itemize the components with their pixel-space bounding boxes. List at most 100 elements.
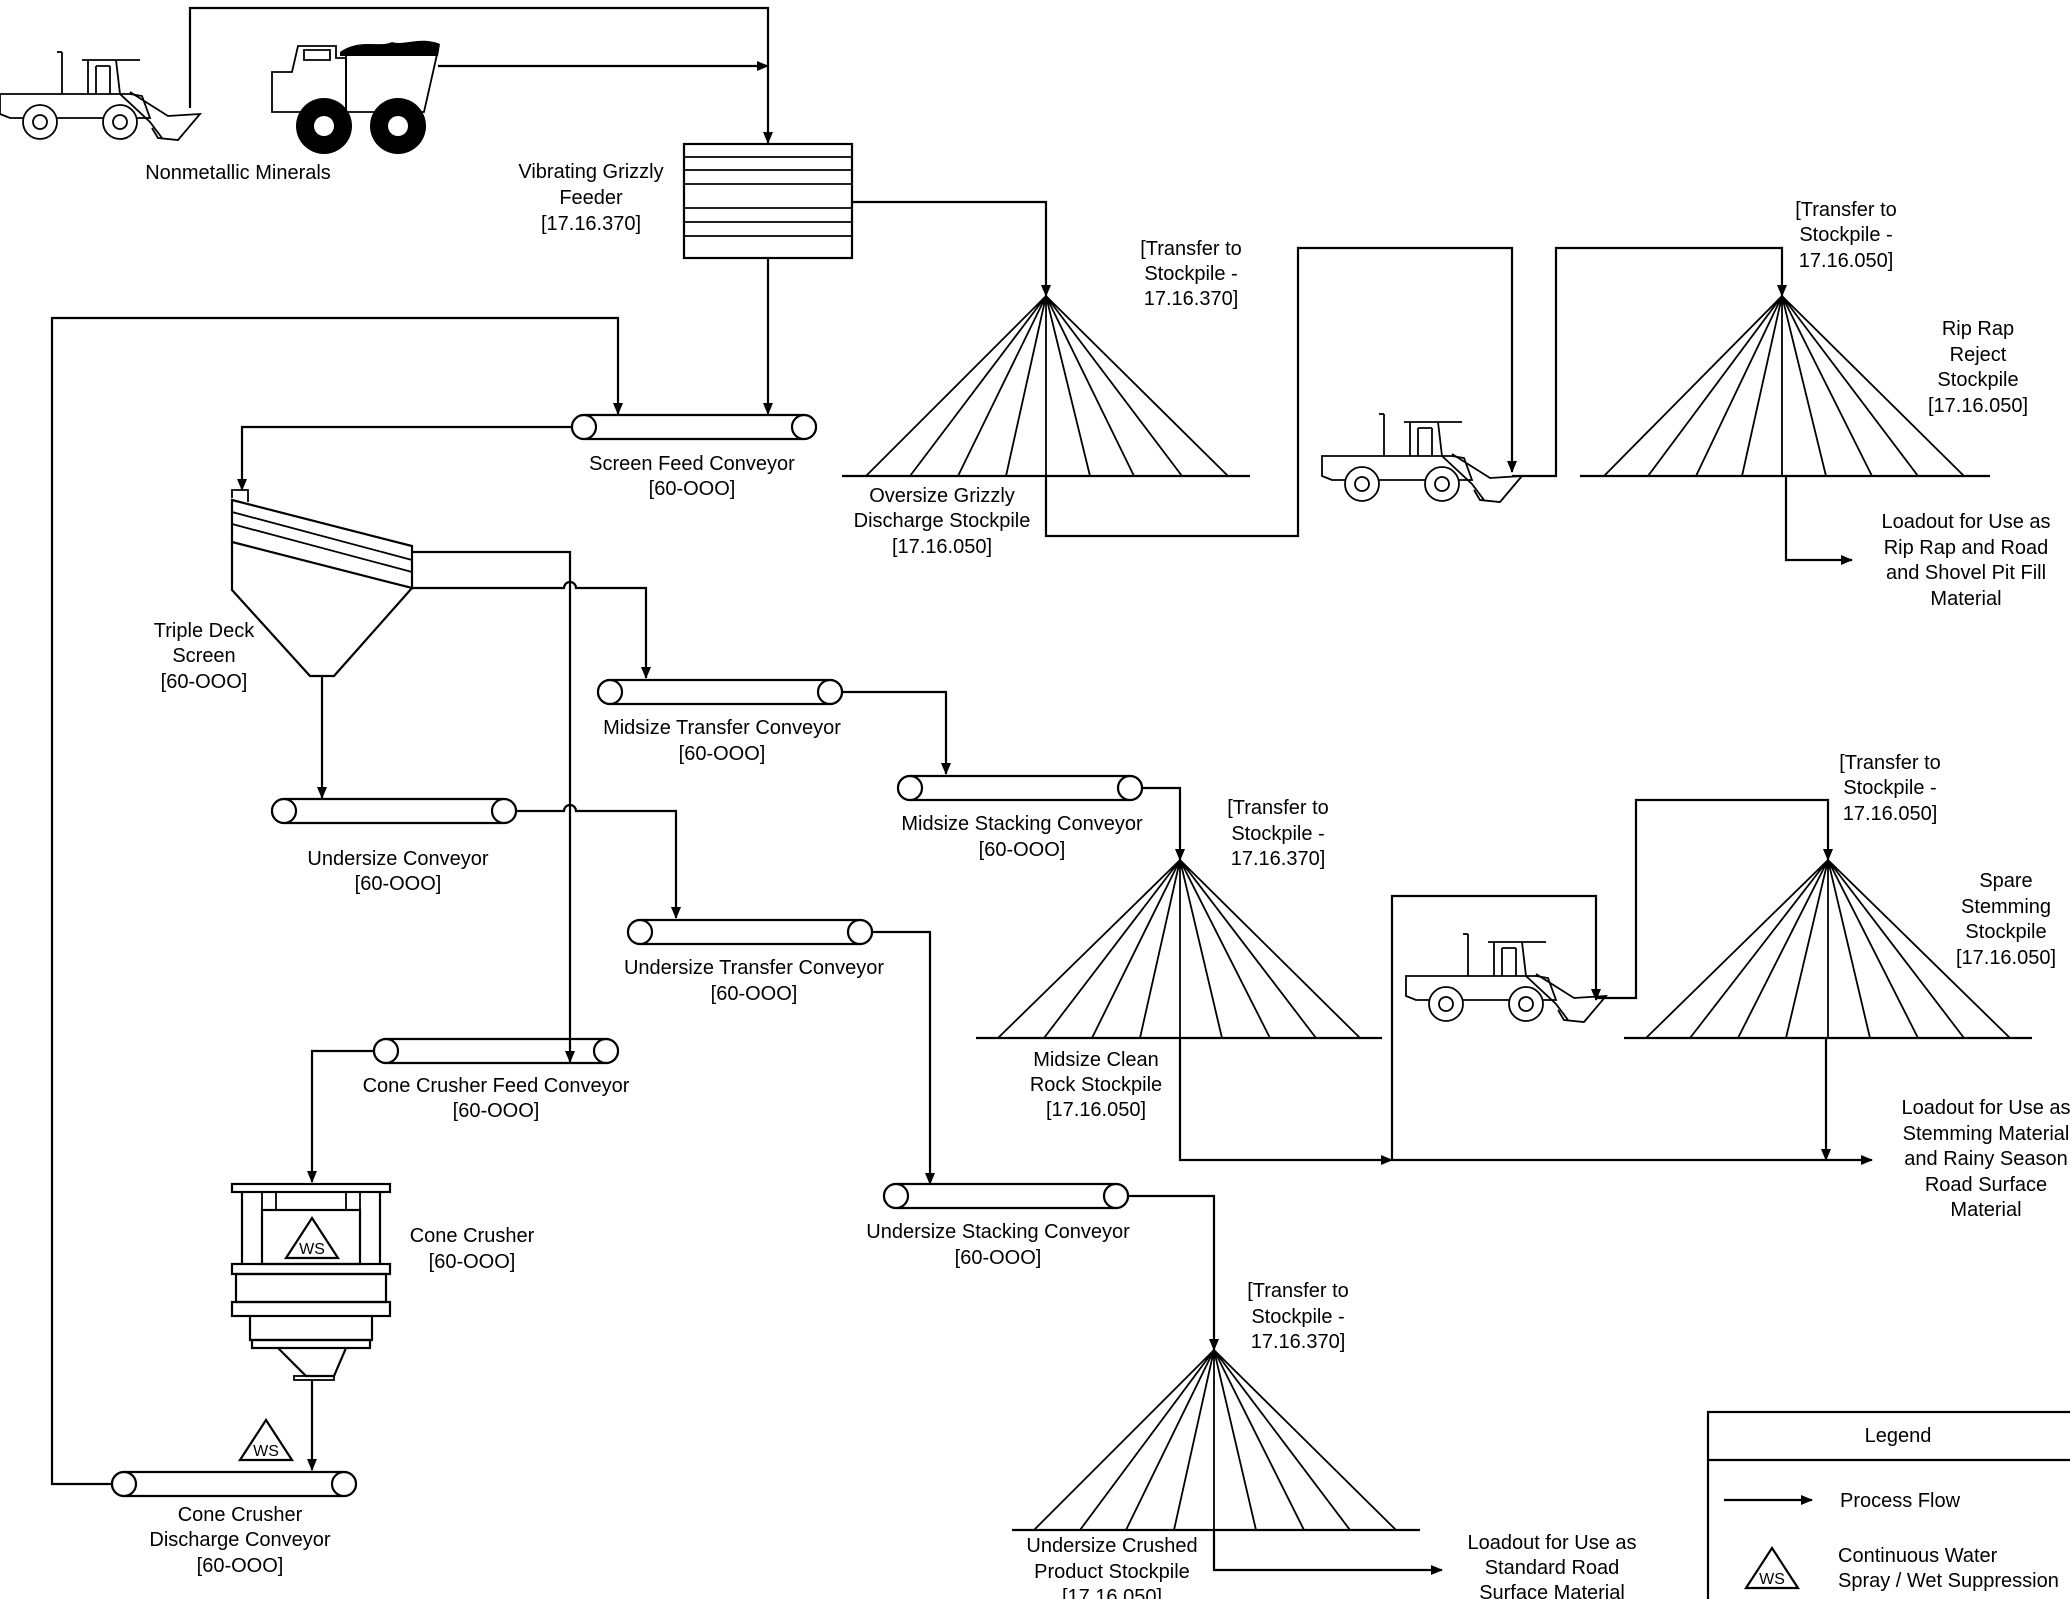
riprap-stockpile-icon: [1580, 295, 1990, 478]
transfer-e-1: [Transfer to: [1247, 1280, 1349, 1302]
legend-water-spray-icon: WS: [1743, 1545, 1801, 1590]
transfer-a-2: Stockpile -: [1144, 263, 1237, 285]
triple-label-3: [60-OOO]: [161, 671, 248, 693]
spare-label-4: [17.16.050]: [1956, 947, 2056, 969]
transfer-c-3: 17.16.370]: [1231, 848, 1326, 870]
und-transfer-label-2: [60-OOO]: [711, 983, 798, 1005]
legend-title: Legend: [1865, 1425, 1932, 1447]
cone-label-2: [60-OOO]: [429, 1251, 516, 1273]
midsize-clean-stockpile-icon: [976, 859, 1382, 1040]
cone-crusher-discharge-conveyor-icon: [110, 1470, 358, 1498]
flow-screen-to-cone-feed: [412, 550, 575, 1063]
nonmetallic-minerals-label: Nonmetallic Minerals: [145, 162, 331, 184]
transfer-d-1: [Transfer to: [1839, 752, 1941, 774]
und-stack-label-2: [60-OOO]: [955, 1247, 1042, 1269]
grizzly-label-1: Vibrating Grizzly: [518, 161, 663, 183]
midclean-label-1: Midsize Clean: [1033, 1049, 1159, 1071]
cone-feed-label-1: Cone Crusher Feed Conveyor: [363, 1075, 630, 1097]
flow-mid-transfer-to-stack: [842, 690, 951, 775]
midsize-transfer-conveyor-icon: [596, 678, 844, 706]
water-spray-icon-1: WS: [283, 1215, 341, 1260]
flow-cone-feed-to-crusher: [307, 1049, 374, 1183]
loadout-stem-3: and Rainy Season: [1904, 1148, 2067, 1170]
cone-disch-label-3: [60-OOO]: [197, 1555, 284, 1577]
transfer-e-3: 17.16.370]: [1251, 1331, 1346, 1353]
loadout-stem-4: Road Surface: [1925, 1174, 2047, 1196]
flow-oversize-to-loader: [1044, 246, 1517, 538]
riprap-label-3: Stockpile: [1937, 369, 2018, 391]
oversize-label-2: Discharge Stockpile: [854, 510, 1031, 532]
undersize-crushed-stockpile-icon: [1012, 1349, 1420, 1532]
legend-water-2: Spray / Wet Suppression: [1838, 1570, 2059, 1592]
spare-label-3: Stockpile: [1965, 921, 2046, 943]
midclean-label-3: [17.16.050]: [1046, 1099, 1146, 1121]
loadout-road-2: Standard Road: [1485, 1557, 1620, 1579]
transfer-a-1: [Transfer to: [1140, 238, 1242, 260]
undersize-conv-label-2: [60-OOO]: [355, 873, 442, 895]
loadout-stem-1: Loadout for Use as: [1902, 1097, 2070, 1119]
cone-crusher-icon: [230, 1182, 392, 1381]
spare-label-2: Stemming: [1961, 896, 2051, 918]
flow-loader-to-spare: [1596, 798, 1833, 1000]
loadout-stem-5: Material: [1950, 1199, 2021, 1221]
spare-stemming-stockpile-icon: [1624, 859, 2032, 1040]
oversize-stockpile-icon: [842, 295, 1250, 478]
svg-text:WS: WS: [299, 1241, 325, 1258]
und-stack-label-1: Undersize Stacking Conveyor: [866, 1221, 1130, 1243]
legend-water-1: Continuous Water: [1838, 1545, 1998, 1567]
cone-feed-label-2: [60-OOO]: [453, 1100, 540, 1122]
flow-und-stack-to-pile: [1128, 1194, 1219, 1351]
stockpile-loader-icon-1: [1321, 413, 1523, 503]
mid-stack-label-2: [60-OOO]: [979, 839, 1066, 861]
stockpile-loader-icon-2: [1405, 933, 1607, 1023]
flow-loader-to-riprap: [1512, 246, 1787, 478]
flow-riprap-loadout: [1784, 476, 1853, 565]
cone-label-1: Cone Crusher: [410, 1225, 535, 1247]
flow-recirculation: [50, 316, 623, 1486]
feed-line-loader: [188, 6, 773, 144]
flow-mid-stack-to-pile: [1142, 786, 1185, 861]
riprap-label-2: Reject: [1950, 344, 2007, 366]
flow-screen-to-midsize-transfer: [412, 580, 651, 679]
grizzly-label-3: [17.16.370]: [541, 213, 641, 235]
transfer-b-2: Stockpile -: [1799, 224, 1892, 246]
grizzly-label-2: Feeder: [559, 187, 623, 209]
flow-undersize-to-transfer: [516, 803, 681, 919]
loadout-road-1: Loadout for Use as: [1468, 1532, 1637, 1554]
cone-disch-label-1: Cone Crusher: [178, 1504, 303, 1526]
transfer-d-2: Stockpile -: [1843, 777, 1936, 799]
front-end-loader-icon: [0, 51, 201, 141]
loadout-road-3: Surface Material: [1479, 1582, 1625, 1599]
triple-label-1: Triple Deck: [154, 620, 255, 642]
spare-label-1: Spare: [1979, 870, 2032, 892]
undcrushed-label-3: [17.16.050]: [1062, 1586, 1162, 1599]
riprap-label-4: [17.16.050]: [1928, 395, 2028, 417]
transfer-b-1: [Transfer to: [1795, 199, 1897, 221]
svg-text:WS: WS: [253, 1443, 279, 1460]
flow-und-transfer-to-stack: [872, 930, 935, 1185]
midclean-label-2: Rock Stockpile: [1030, 1074, 1162, 1096]
transfer-e-2: Stockpile -: [1251, 1306, 1344, 1328]
cone-crusher-feed-conveyor-icon: [372, 1037, 620, 1065]
riprap-label-1: Rip Rap: [1942, 318, 2014, 340]
mid-transfer-label-1: Midsize Transfer Conveyor: [603, 717, 841, 739]
loadout-stem-2: Stemming Material: [1903, 1123, 2070, 1145]
screen-feed-label-2: [60-OOO]: [649, 478, 736, 500]
triple-label-2: Screen: [172, 645, 235, 667]
transfer-a-3: 17.16.370]: [1144, 288, 1239, 310]
transfer-c-1: [Transfer to: [1227, 797, 1329, 819]
undersize-stacking-conveyor-icon: [882, 1182, 1130, 1210]
legend: Legend Process Flow WS Continuous Water …: [1706, 1410, 2070, 1599]
water-spray-icon-2: WS: [237, 1417, 295, 1462]
undcrushed-label-2: Product Stockpile: [1034, 1561, 1190, 1583]
svg-text:WS: WS: [1759, 1571, 1785, 1588]
oversize-label-1: Oversize Grizzly: [869, 485, 1015, 507]
mid-transfer-label-2: [60-OOO]: [679, 743, 766, 765]
transfer-c-2: Stockpile -: [1231, 823, 1324, 845]
screen-feed-conveyor-icon: [570, 413, 818, 441]
flow-road-loadout: [1212, 1530, 1443, 1575]
midsize-stacking-conveyor-icon: [896, 774, 1144, 802]
vibrating-grizzly-feeder-icon: [682, 142, 854, 260]
loadout-riprap-2: Rip Rap and Road: [1884, 537, 2049, 559]
